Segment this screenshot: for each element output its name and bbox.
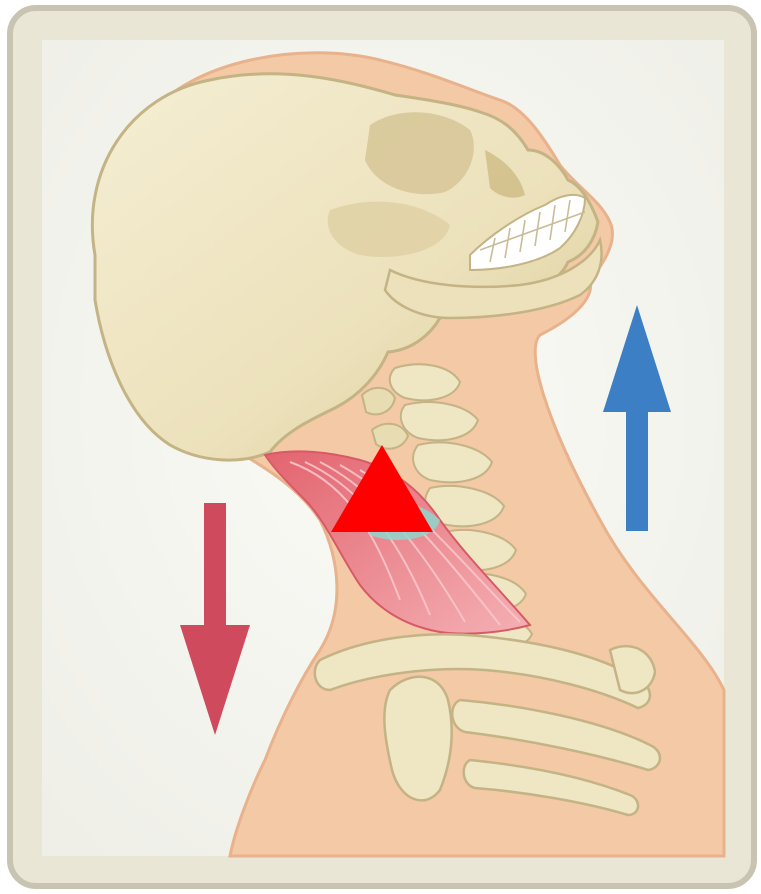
anatomy-illustration (0, 0, 761, 894)
anatomy-figure (0, 0, 761, 894)
